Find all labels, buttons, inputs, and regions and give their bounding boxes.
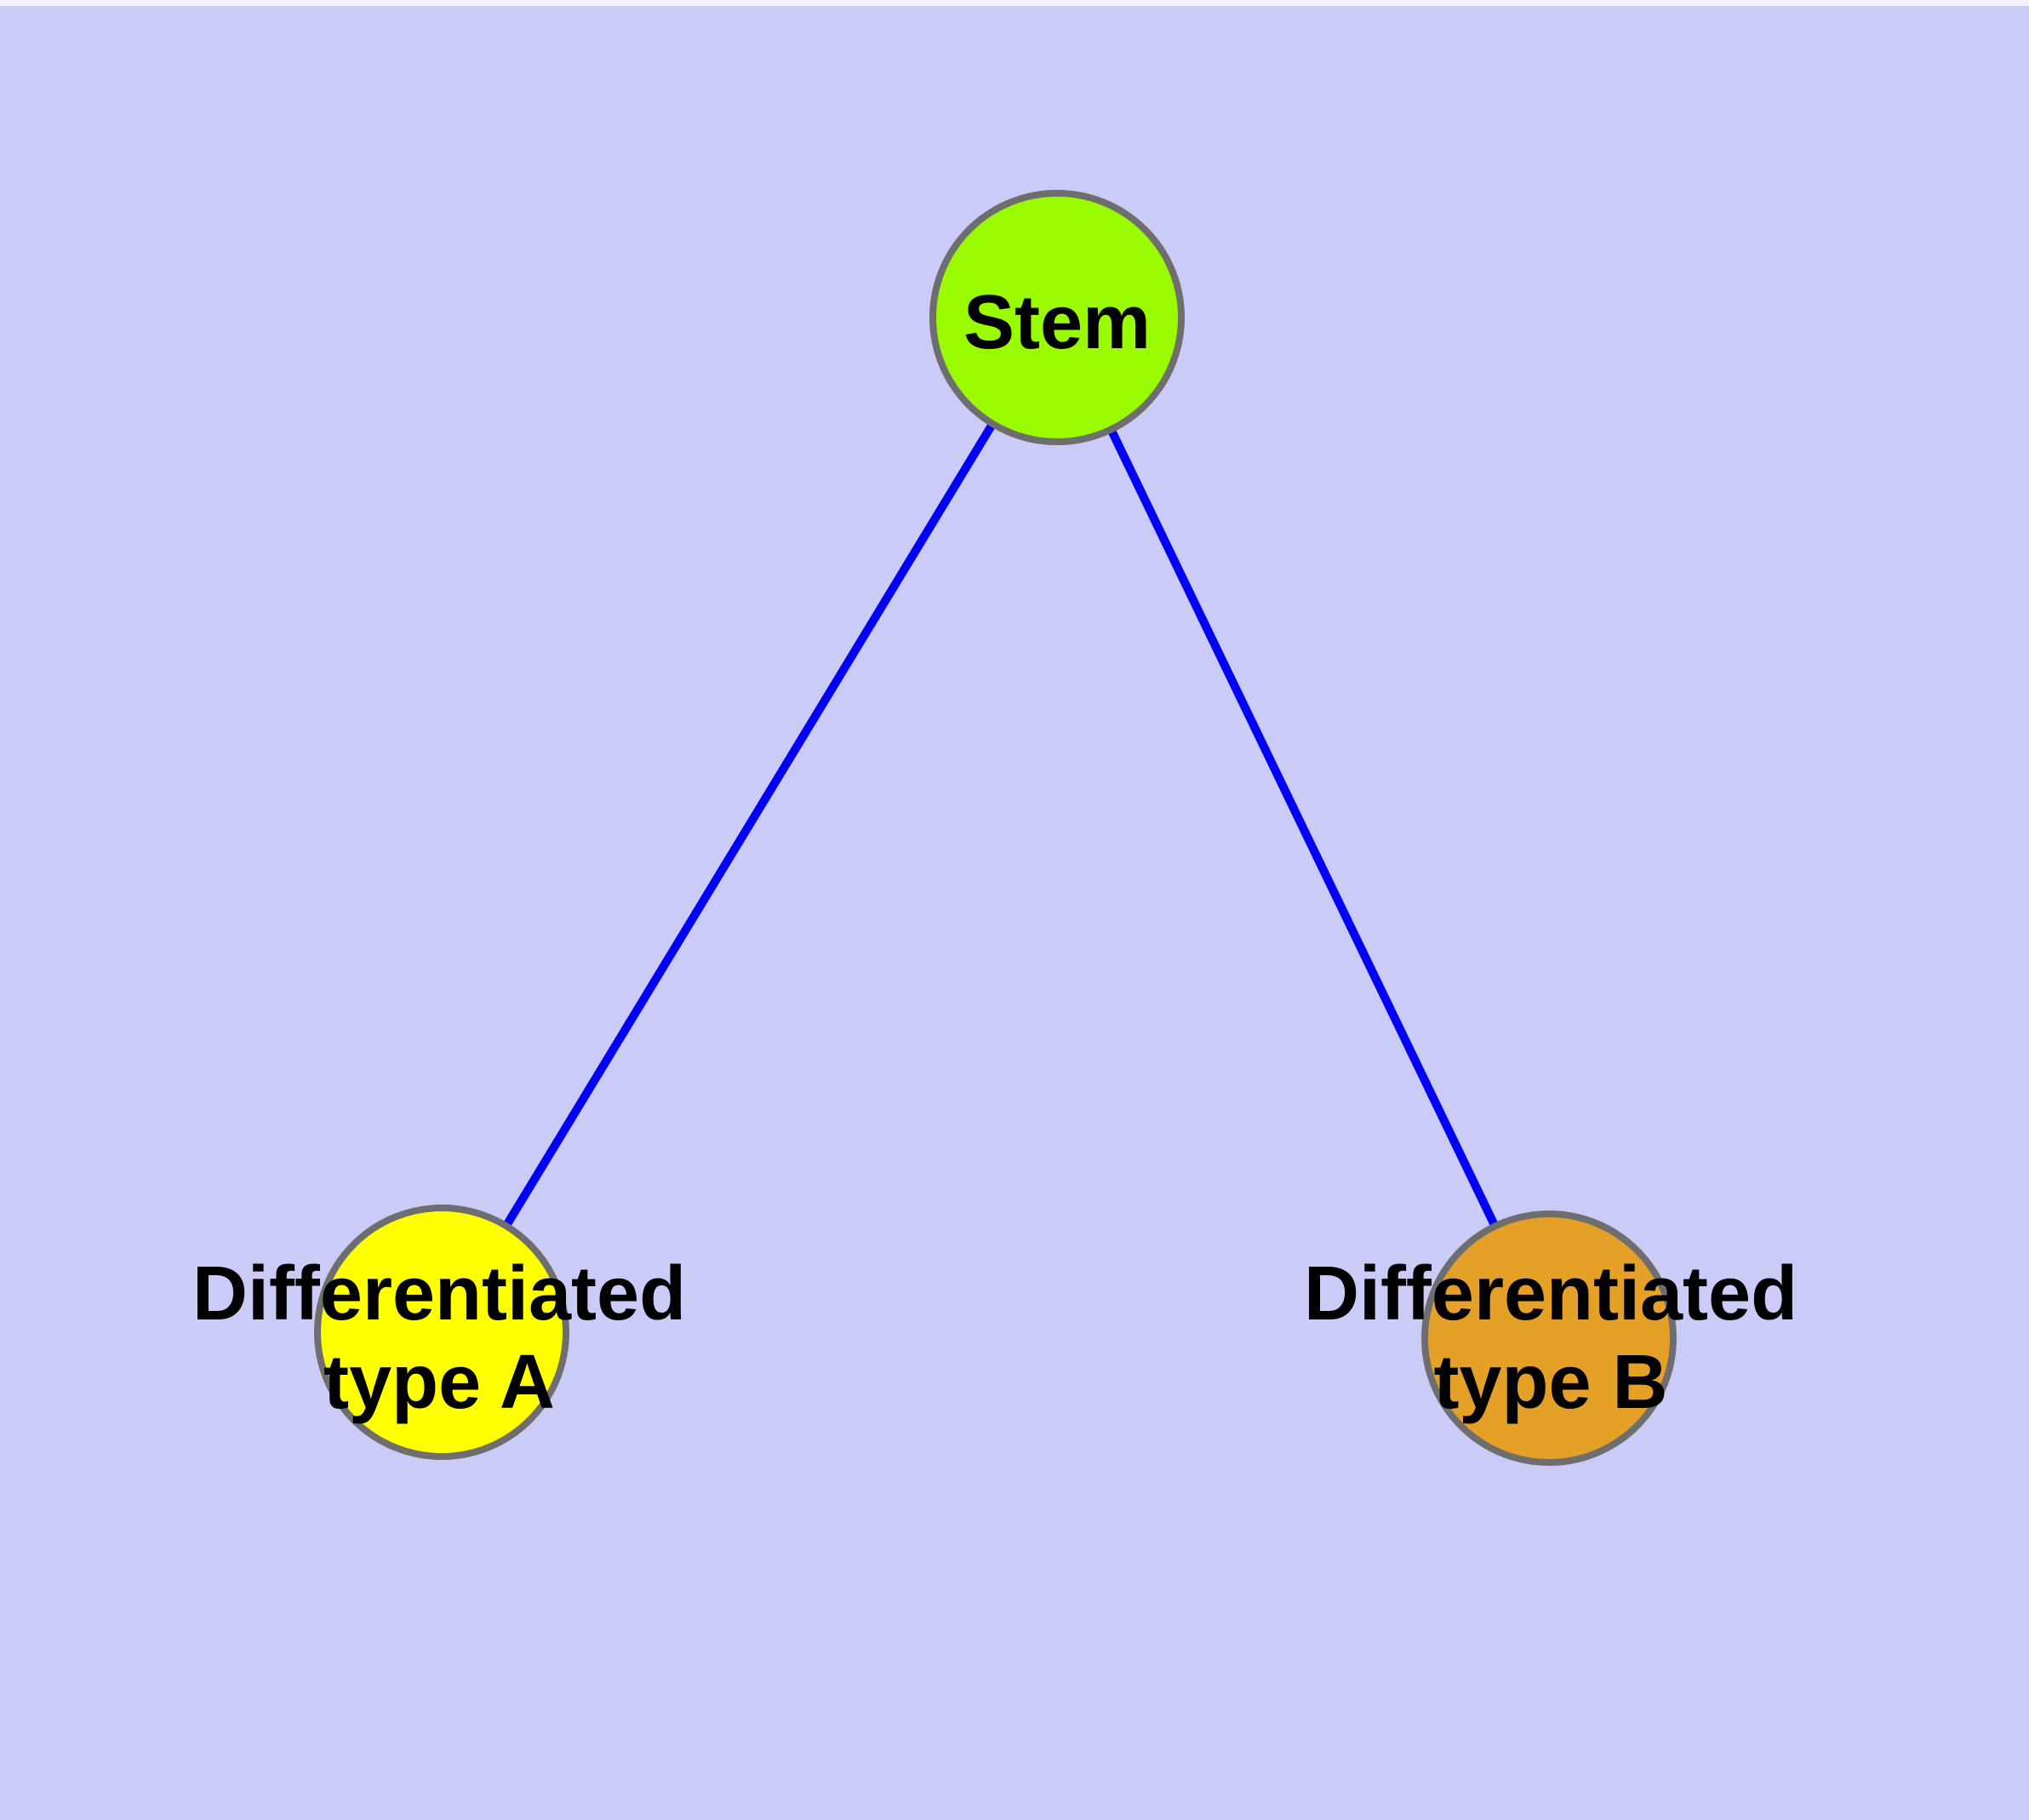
- label-line: type A: [323, 1340, 555, 1425]
- edge-group: [437, 315, 1553, 1341]
- node-differentiated-type-a-circle: [314, 1205, 569, 1460]
- edge-stem-to-type-a: [437, 315, 1061, 1335]
- top-strip: [0, 0, 2029, 6]
- node-differentiated-type-b-circle: [1421, 1210, 1677, 1466]
- node-stem-label: Stem: [963, 278, 1151, 367]
- label-line: Stem: [963, 280, 1152, 365]
- label-line: type B: [1433, 1340, 1668, 1425]
- node-differentiated-type-a-label: Differentiated type A: [192, 1250, 686, 1427]
- label-line: Differentiated: [191, 1251, 687, 1336]
- node-differentiated-type-b-label: Differentiated type B: [1304, 1250, 1798, 1427]
- node-group: [314, 190, 1677, 1466]
- edge-stem-to-type-b: [1053, 315, 1553, 1341]
- label-line: Differentiated: [1303, 1251, 1798, 1336]
- node-stem-circle: [929, 190, 1185, 445]
